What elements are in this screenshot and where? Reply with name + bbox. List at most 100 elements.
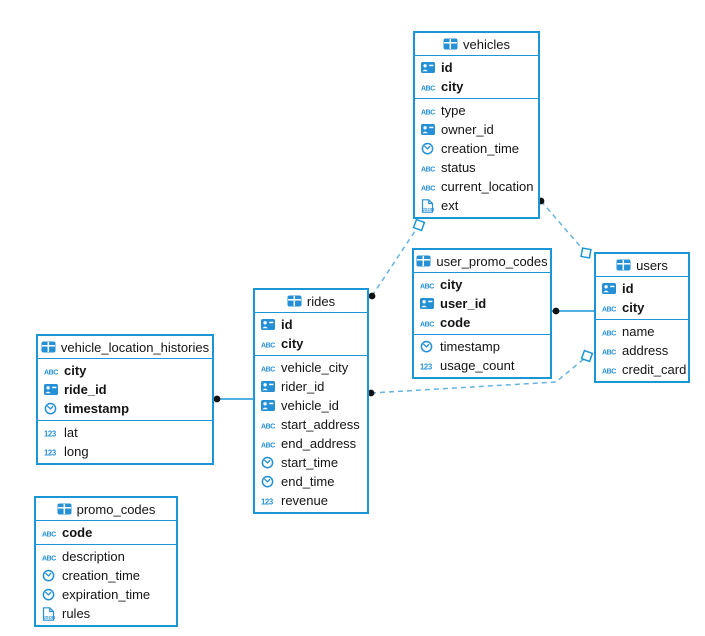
- field-name: expiration_time: [62, 587, 151, 602]
- number-type-icon: 123: [44, 447, 64, 457]
- string-type-icon: ABC: [602, 303, 622, 313]
- field-name: vehicle_city: [281, 360, 349, 375]
- svg-text:ABC: ABC: [261, 366, 275, 373]
- svg-text:ABC: ABC: [42, 531, 56, 538]
- field-name: ext: [441, 198, 459, 213]
- field-row-id: id: [255, 315, 367, 334]
- time-type-icon: [421, 142, 441, 155]
- time-type-icon: [44, 402, 64, 415]
- svg-text:JSON: JSON: [422, 206, 434, 211]
- time-type-icon: [261, 475, 281, 488]
- number-type-icon: 123: [420, 361, 440, 371]
- field-name: status: [441, 160, 476, 175]
- svg-text:123: 123: [420, 362, 433, 371]
- svg-text:ABC: ABC: [261, 442, 275, 449]
- field-name: user_id: [440, 296, 487, 311]
- svg-text:JSON: JSON: [43, 614, 55, 619]
- svg-text:ABC: ABC: [421, 109, 435, 116]
- string-type-icon: ABC: [261, 339, 281, 349]
- field-row-code: ABC code: [36, 523, 176, 542]
- relationship-dot-marker: [213, 395, 221, 403]
- field-name: creation_time: [62, 568, 141, 583]
- string-type-icon: ABC: [421, 182, 441, 192]
- field-name: rules: [62, 606, 91, 621]
- table-icon: [57, 503, 72, 515]
- svg-text:ABC: ABC: [421, 85, 435, 92]
- field-name: code: [62, 525, 93, 540]
- string-type-icon: ABC: [602, 365, 622, 375]
- table-icon: [41, 341, 56, 353]
- string-type-icon: ABC: [44, 366, 64, 376]
- string-type-icon: ABC: [261, 420, 281, 430]
- table-header[interactable]: rides: [255, 290, 367, 313]
- field-name: revenue: [281, 493, 328, 508]
- field-name: ride_id: [64, 382, 107, 397]
- field-row-rider_id: rider_id: [255, 377, 367, 396]
- svg-text:ABC: ABC: [602, 368, 616, 375]
- table-header[interactable]: user_promo_codes: [414, 250, 550, 273]
- foreign-key-square-marker: [412, 218, 426, 232]
- field-name: city: [440, 277, 463, 292]
- field-row-expiration_time: expiration_time: [36, 585, 176, 604]
- field-row-creation_time: creation_time: [36, 566, 176, 585]
- svg-text:ABC: ABC: [421, 185, 435, 192]
- svg-text:ABC: ABC: [420, 283, 434, 290]
- table-title: vehicle_location_histories: [60, 339, 210, 355]
- svg-text:123: 123: [44, 429, 57, 438]
- id-type-icon: [421, 124, 441, 135]
- string-type-icon: ABC: [261, 439, 281, 449]
- table-header[interactable]: promo_codes: [36, 498, 176, 521]
- field-row-credit_card: ABC credit_card: [596, 360, 688, 379]
- field-row-id: id: [415, 58, 538, 77]
- id-type-icon: [421, 62, 441, 73]
- field-name: type: [441, 103, 466, 118]
- field-name: city: [64, 363, 87, 378]
- svg-text:ABC: ABC: [602, 306, 616, 313]
- field-row-owner_id: owner_id: [415, 120, 538, 139]
- field-name: timestamp: [64, 401, 130, 416]
- svg-text:123: 123: [261, 497, 274, 506]
- time-type-icon: [42, 588, 62, 601]
- field-row-ride_id: ride_id: [38, 380, 212, 399]
- svg-text:ABC: ABC: [42, 555, 56, 562]
- table-header[interactable]: vehicles: [415, 33, 538, 56]
- table-title: users: [636, 257, 668, 273]
- field-name: timestamp: [440, 339, 500, 354]
- field-row-start_time: start_time: [255, 453, 367, 472]
- table-header[interactable]: vehicle_location_histories: [38, 336, 212, 359]
- table-header[interactable]: users: [596, 254, 688, 277]
- field-name: long: [64, 444, 89, 459]
- field-row-timestamp: timestamp: [414, 337, 550, 356]
- table-icon: [287, 295, 302, 307]
- field-row-timestamp: timestamp: [38, 399, 212, 418]
- field-row-id: id: [596, 279, 688, 298]
- id-type-icon: [44, 384, 64, 395]
- field-name: credit_card: [622, 362, 687, 377]
- id-type-icon: [261, 400, 281, 411]
- field-name: owner_id: [441, 122, 494, 137]
- time-type-icon: [420, 340, 440, 353]
- svg-text:ABC: ABC: [602, 330, 616, 337]
